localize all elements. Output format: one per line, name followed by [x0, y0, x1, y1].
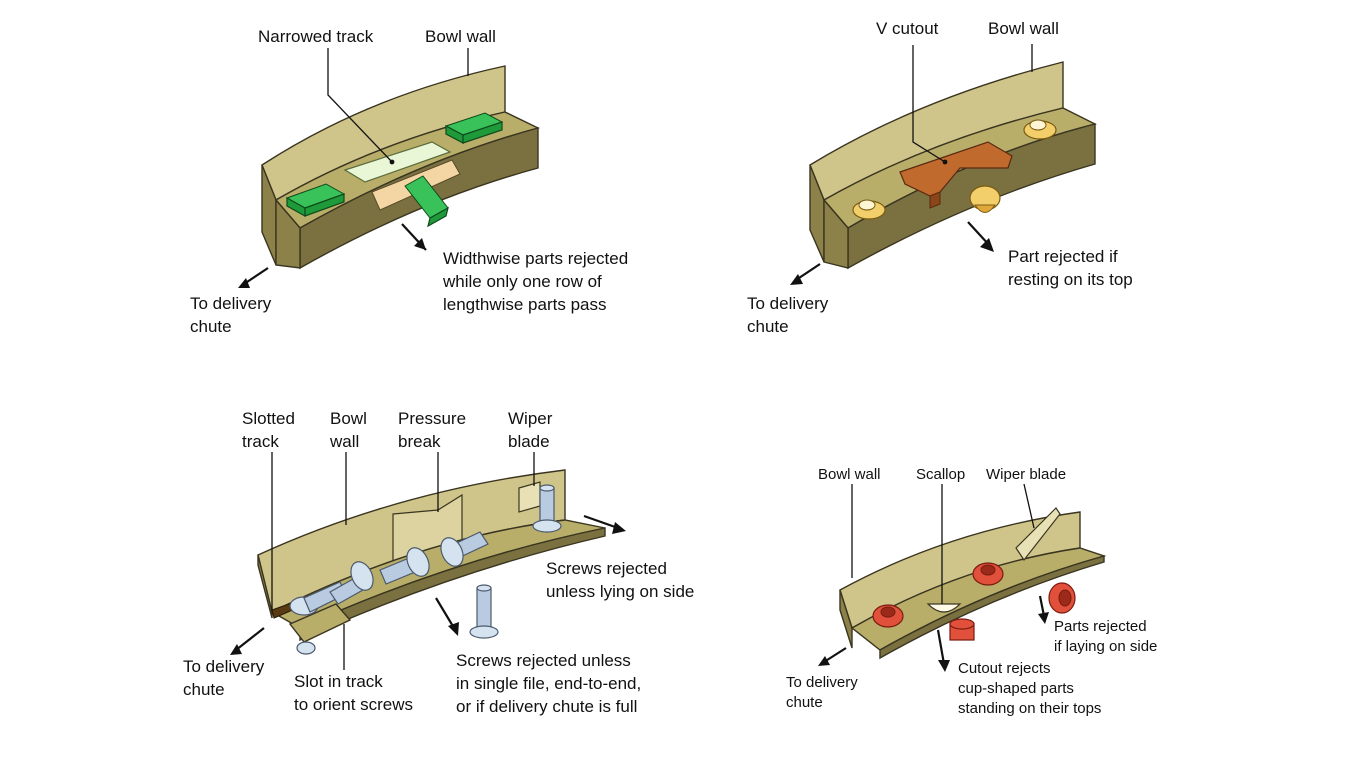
- label-part-rejected-line-2: resting on its top: [1008, 270, 1133, 289]
- label-pressure-line-1: Pressure: [398, 409, 466, 428]
- label-wiper-line-2: blade: [508, 432, 550, 451]
- label-bowl-wall: Bowl wall: [988, 19, 1059, 38]
- arrow-screws-side: [583, 514, 619, 530]
- wiper-blade: [518, 481, 541, 513]
- label-widthwise-line-3: lengthwise parts pass: [443, 295, 606, 314]
- arrowhead: [980, 238, 994, 252]
- panel-v-cutout: V cutout Bowl wall Part rejected if rest…: [747, 19, 1133, 336]
- label-scallop: Scallop: [916, 466, 965, 483]
- arrowhead: [938, 660, 950, 672]
- screw-part: [329, 561, 374, 605]
- leader-v-cutout: [912, 45, 946, 163]
- arrowhead: [818, 656, 830, 666]
- label-slot-line-1: Slot in track: [294, 672, 383, 691]
- v-cutout: [899, 141, 1013, 197]
- label-parts-side-line-2: if laying on side: [1054, 638, 1157, 655]
- label-chute-line-1: To delivery: [183, 657, 265, 676]
- label-chute-line-2: chute: [190, 317, 232, 336]
- label-slotted-line-1: Slotted: [242, 409, 295, 428]
- label-pressure-line-2: break: [398, 432, 441, 451]
- label-parts-side-line-1: Parts rejected: [1054, 618, 1147, 635]
- label-chute-line-2: chute: [183, 680, 225, 699]
- arrow-chute: [243, 267, 269, 285]
- v-cutout-face: [929, 191, 941, 209]
- label-cutout-line-1: Cutout rejects: [958, 660, 1051, 677]
- bowl-wall-end: [839, 589, 853, 649]
- cup-part: [872, 604, 904, 628]
- arrow-chute: [795, 263, 821, 281]
- label-screws-single-line-3: or if delivery chute is full: [456, 697, 637, 716]
- label-slot-line-2: to orient screws: [294, 695, 413, 714]
- label-part-rejected-line-1: Part rejected if: [1008, 247, 1118, 266]
- label-chute-line-2: chute: [747, 317, 789, 336]
- label-widthwise-line-1: Widthwise parts rejected: [443, 249, 628, 268]
- label-screws-single-line-1: Screws rejected unless: [456, 651, 631, 670]
- label-cutout-line-2: cup-shaped parts: [958, 680, 1074, 697]
- panel-scallop: Bowl wall Scallop Wiper blade Parts reje…: [786, 466, 1157, 717]
- label-widthwise-line-2: while only one row of: [442, 272, 602, 291]
- arrow-chute: [235, 627, 265, 651]
- arrowhead: [230, 644, 242, 655]
- screw-part: [379, 547, 430, 585]
- arrow-chute: [823, 647, 847, 663]
- arrowhead: [414, 238, 426, 250]
- label-cutout-line-3: standing on their tops: [958, 700, 1101, 717]
- green-part-right: [444, 112, 504, 144]
- leader-dot: [389, 159, 395, 165]
- label-bowl-wall: Bowl wall: [818, 466, 881, 483]
- arrowhead: [1038, 612, 1049, 624]
- arrowhead: [790, 274, 803, 285]
- arrowhead: [612, 522, 626, 534]
- bowl-wall-end: [257, 554, 273, 619]
- label-chute-line-1: To delivery: [190, 294, 272, 313]
- label-screws-side-line-1: Screws rejected: [546, 559, 667, 578]
- label-slotted-line-2: track: [242, 432, 279, 451]
- track-side-face: [823, 198, 849, 269]
- screw-part-rejected: [469, 584, 499, 639]
- screw-part-standing: [532, 484, 562, 533]
- green-part-rejected: [404, 175, 449, 228]
- arrow-screws-single: [435, 597, 455, 629]
- green-part-left: [285, 183, 346, 218]
- label-wiper-blade: Wiper blade: [986, 466, 1066, 483]
- track-front-face: [879, 555, 1105, 660]
- cup-part: [972, 562, 1004, 586]
- track-end-tab: [288, 603, 352, 643]
- arrow-cutout: [936, 629, 946, 665]
- leader-wiper-blade: [1023, 483, 1035, 529]
- label-chute-line-1: To delivery: [747, 294, 829, 313]
- label-chute-line-1: To delivery: [786, 674, 858, 691]
- label-chute-line-2: chute: [786, 694, 823, 711]
- wiper-blade: [1015, 507, 1061, 562]
- screw-part: [440, 531, 489, 567]
- track-front-face: [299, 527, 606, 642]
- arrowhead: [448, 622, 459, 636]
- label-screws-single-line-2: in single file, end-to-end,: [456, 674, 641, 693]
- label-bowl-wall: Bowl wall: [425, 27, 496, 46]
- screw-below-slot: [296, 641, 316, 655]
- track-side-face: [275, 198, 301, 269]
- scallop-cutout: [926, 603, 962, 613]
- label-bowl-line-2: wall: [329, 432, 359, 451]
- bolt-part-left: [852, 199, 886, 220]
- label-bowl-line-1: Bowl: [330, 409, 367, 428]
- label-narrowed-track: Narrowed track: [258, 27, 374, 46]
- label-v-cutout: V cutout: [876, 19, 939, 38]
- panel-narrowed-track: Narrowed track Bowl wall Widthwise parts…: [190, 27, 628, 336]
- arrow-parts-side: [1038, 595, 1046, 617]
- narrowed-track-strip: [343, 141, 452, 183]
- panel-slotted-track: Slotted track Bowl wall Pressure break W…: [183, 409, 694, 716]
- leader-narrowed-track: [327, 48, 393, 163]
- cup-part-rejected-top: [949, 618, 975, 641]
- bolt-part-right: [1023, 119, 1057, 140]
- cup-part-rejected-side: [1048, 582, 1076, 614]
- leader-dot: [942, 159, 948, 165]
- arrowhead: [238, 278, 250, 288]
- label-wiper-line-1: Wiper: [508, 409, 553, 428]
- label-screws-side-line-2: unless lying on side: [546, 582, 694, 601]
- bolt-part-rejected: [969, 185, 1001, 213]
